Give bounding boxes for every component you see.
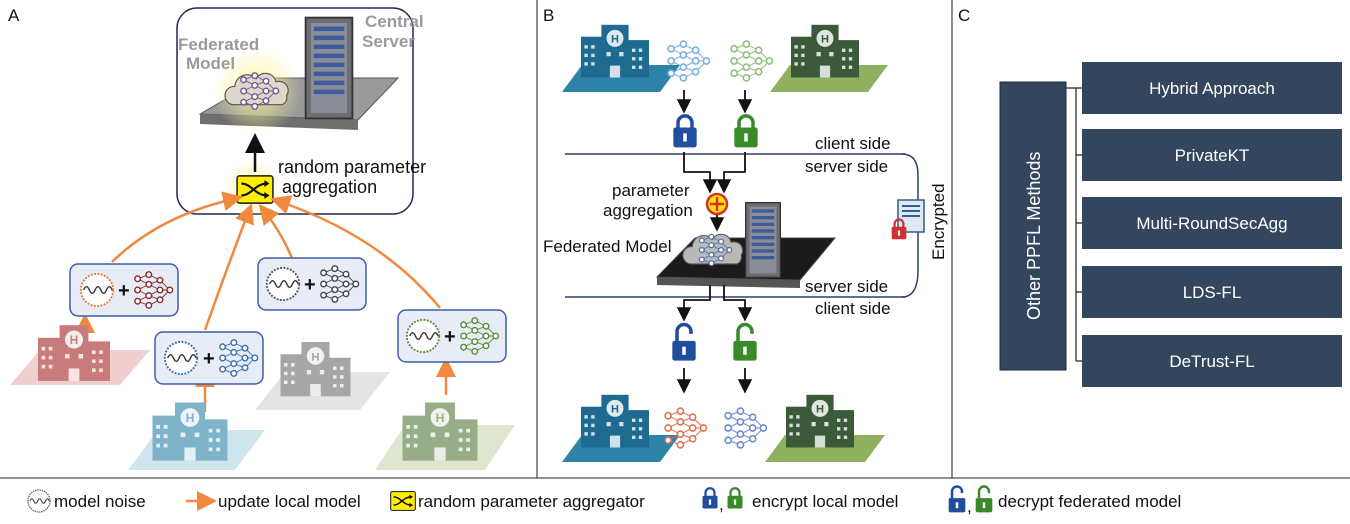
- nn-icon-top-green: [730, 40, 774, 82]
- hospital-blue: [128, 402, 265, 470]
- legend-update-local-model: update local model: [218, 492, 361, 511]
- parameter-aggregation-label-1: parameter: [612, 181, 690, 200]
- panel-a-letter: A: [8, 6, 20, 25]
- panel-c-letter: C: [958, 6, 970, 25]
- noise-icon: [163, 340, 199, 376]
- central-server-label-1: Central: [365, 12, 424, 31]
- server-icon-b: [745, 202, 781, 279]
- client-side-bottom-label: client side: [815, 299, 891, 318]
- legend-comma-1: ,: [719, 495, 724, 514]
- svg-text:+: +: [203, 348, 215, 370]
- lock-open-blue-icon: [670, 322, 698, 362]
- method-detrust-fl: DeTrust-FL: [1082, 335, 1342, 387]
- legend-unlock-blue-icon: [947, 485, 967, 514]
- nn-icon-bottom-right: [724, 407, 768, 449]
- legend-decrypt-federated-model: decrypt federated model: [998, 492, 1181, 511]
- hospital-grey: [255, 342, 390, 410]
- local-model-card-3: +: [257, 257, 367, 311]
- svg-text:+: +: [118, 280, 130, 302]
- legend-encrypt-local-model: encrypt local model: [752, 492, 898, 511]
- svg-text:+: +: [304, 274, 316, 296]
- aggregation-label-2: aggregation: [282, 177, 377, 197]
- hospital-bottom-green: [765, 394, 885, 462]
- legend-unlock-green-icon: [974, 485, 994, 514]
- legend-noise-icon: [27, 489, 51, 513]
- plus-sign: [710, 197, 724, 211]
- lock-closed-blue-icon: [671, 114, 699, 149]
- local-model-card-4: +: [397, 309, 507, 363]
- method-label: Hybrid Approach: [1149, 79, 1275, 98]
- method-label: DeTrust-FL: [1169, 352, 1254, 371]
- hospital-top-blue: [562, 24, 680, 92]
- arrow-lock-blue-to-agg: [683, 152, 718, 194]
- lock-open-green-icon: [731, 322, 759, 362]
- local-model-card-2: +: [154, 331, 264, 385]
- nn-icon-bottom-left: [664, 407, 708, 449]
- hospital-red: [10, 325, 150, 385]
- panel-c: C Other PPFL Methods Hybrid Approach Pri…: [958, 6, 1342, 387]
- legend-model-noise: model noise: [54, 492, 146, 511]
- server-side-top-label: server side: [805, 157, 888, 176]
- tree-connectors: [1066, 87, 1082, 362]
- arrow-client1-to-aggregator: [111, 191, 243, 263]
- black-platform-edge: [657, 277, 800, 288]
- noise-icon: [79, 272, 115, 308]
- method-multi-roundsecagg: Multi-RoundSecAgg: [1082, 197, 1342, 249]
- method-privatekt: PrivateKT: [1082, 129, 1342, 181]
- panel-b-letter: B: [543, 6, 554, 25]
- aggregation-label-1: random parameter: [278, 157, 426, 177]
- legend-lock-blue-icon: [701, 487, 719, 510]
- ppfl-group-label: Other PPFL Methods: [1024, 152, 1044, 320]
- federated-model-label-b: Federated Model: [543, 237, 672, 256]
- svg-text:+: +: [444, 326, 456, 348]
- encrypted-label: Encrypted: [929, 183, 948, 260]
- arrow-client4-to-aggregator: [270, 195, 441, 309]
- central-server-icon: [304, 16, 354, 120]
- parameter-aggregation-label-2: aggregation: [603, 201, 693, 220]
- lock-closed-green-icon: [732, 114, 760, 149]
- method-label: PrivateKT: [1175, 146, 1250, 165]
- method-lds-fl: LDS-FL: [1082, 266, 1342, 318]
- legend: model noise update local model random pa…: [27, 485, 1181, 516]
- legend-random-aggregator: random parameter aggregator: [418, 492, 645, 511]
- noise-icon: [265, 266, 301, 302]
- local-model-card-1: +: [69, 263, 179, 317]
- hospital-green: [375, 402, 515, 470]
- federated-model-label-2: Model: [186, 54, 235, 73]
- method-hybrid-approach: Hybrid Approach: [1082, 62, 1342, 114]
- encrypted-document-icon: [890, 199, 925, 240]
- hospital-top-green: [770, 24, 888, 92]
- method-label: LDS-FL: [1183, 283, 1242, 302]
- legend-comma-2: ,: [967, 497, 972, 516]
- noise-icon: [405, 318, 441, 354]
- arrow-lock-green-to-agg: [716, 152, 746, 194]
- arrow-client2-to-aggregator: [203, 203, 254, 331]
- legend-lock-green-icon: [726, 487, 744, 510]
- arrow-client3-to-aggregator: [258, 204, 294, 259]
- arrow-model-to-unlock-green: [723, 285, 753, 322]
- federated-model-label-1: Federated: [178, 35, 259, 54]
- central-server-label-2: Server: [362, 32, 415, 51]
- server-side-bottom-label: server side: [805, 277, 888, 296]
- panel-b: B client side server side parameter aggr…: [543, 6, 948, 462]
- hospital-bottom-blue: [562, 394, 680, 462]
- arrow-model-to-unlock-blue: [676, 285, 711, 322]
- ppfl-group-box: Other PPFL Methods: [999, 81, 1067, 371]
- random-aggregator-icon: [236, 175, 274, 204]
- legend-aggregator-icon: [390, 491, 416, 511]
- client-side-top-label: client side: [815, 134, 891, 153]
- panel-a: A Federated Model Central Server random …: [8, 6, 515, 470]
- method-label: Multi-RoundSecAgg: [1136, 214, 1287, 233]
- nn-icon-top-blue: [667, 40, 711, 82]
